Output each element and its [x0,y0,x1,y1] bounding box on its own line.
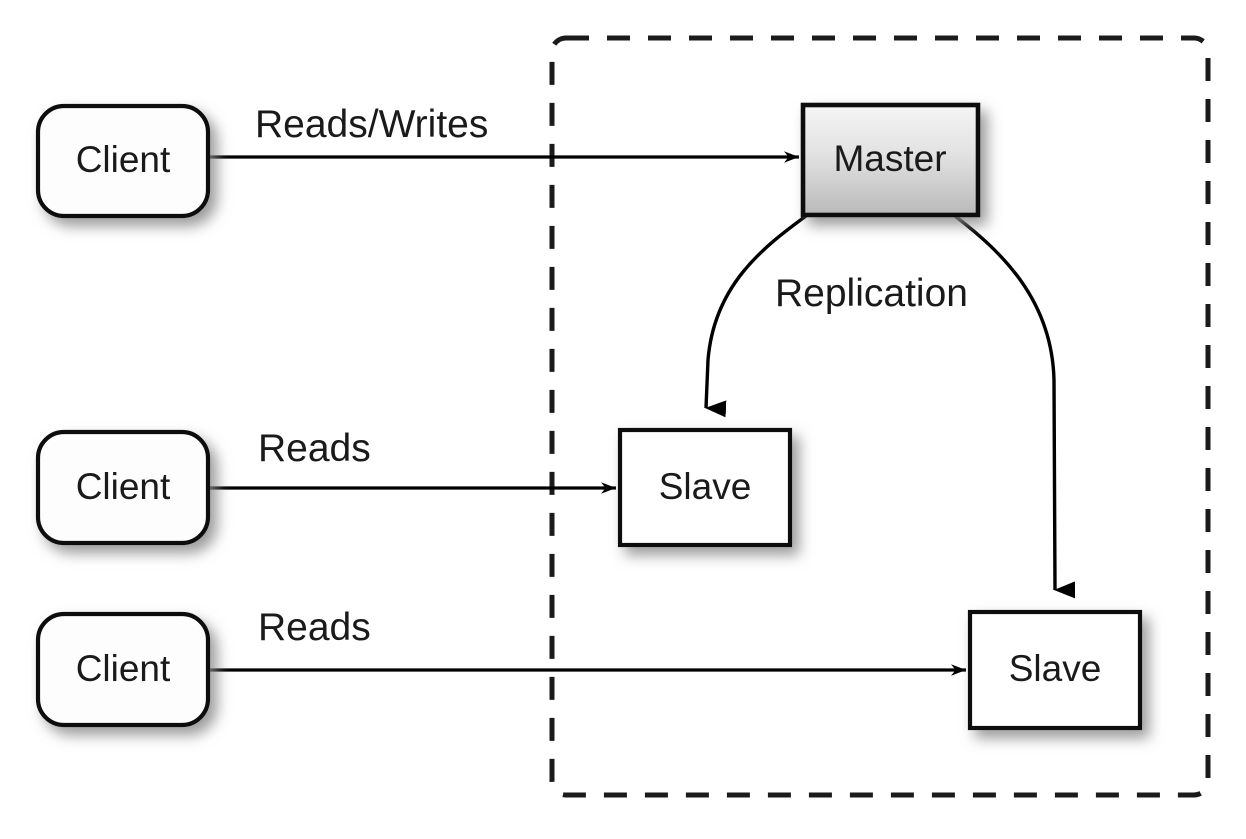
master-shape [800,102,981,218]
node-client-2[interactable]: Client [35,429,211,546]
client-3-shape [35,611,211,728]
node-slave-1[interactable]: Slave [617,427,793,548]
edge-label-replication: Replication [775,272,968,315]
client-2-shape [35,429,211,546]
master-label: Master [833,138,946,179]
edge-label-reads-bottom: Reads [258,606,371,649]
client-1-shape [35,103,211,219]
edge-master-to-slave1-replication [704,214,807,418]
node-client-3[interactable]: Client [35,611,211,728]
slave-1-shape [617,427,793,548]
node-slave-2[interactable]: Slave [967,609,1143,731]
client-1-label: Client [76,139,171,180]
edge-label-reads-middle: Reads [258,427,371,470]
client-2-label: Client [76,466,171,507]
edge-master-to-slave2-replication [953,214,1076,599]
node-master[interactable]: Master [800,102,981,218]
edge-label-reads-writes: Reads/Writes [255,103,488,146]
slave-2-shape [967,609,1143,731]
slave-1-label: Slave [659,466,752,507]
client-3-label: Client [76,648,171,689]
slave-2-label: Slave [1009,648,1102,689]
node-client-1[interactable]: Client [35,103,211,219]
